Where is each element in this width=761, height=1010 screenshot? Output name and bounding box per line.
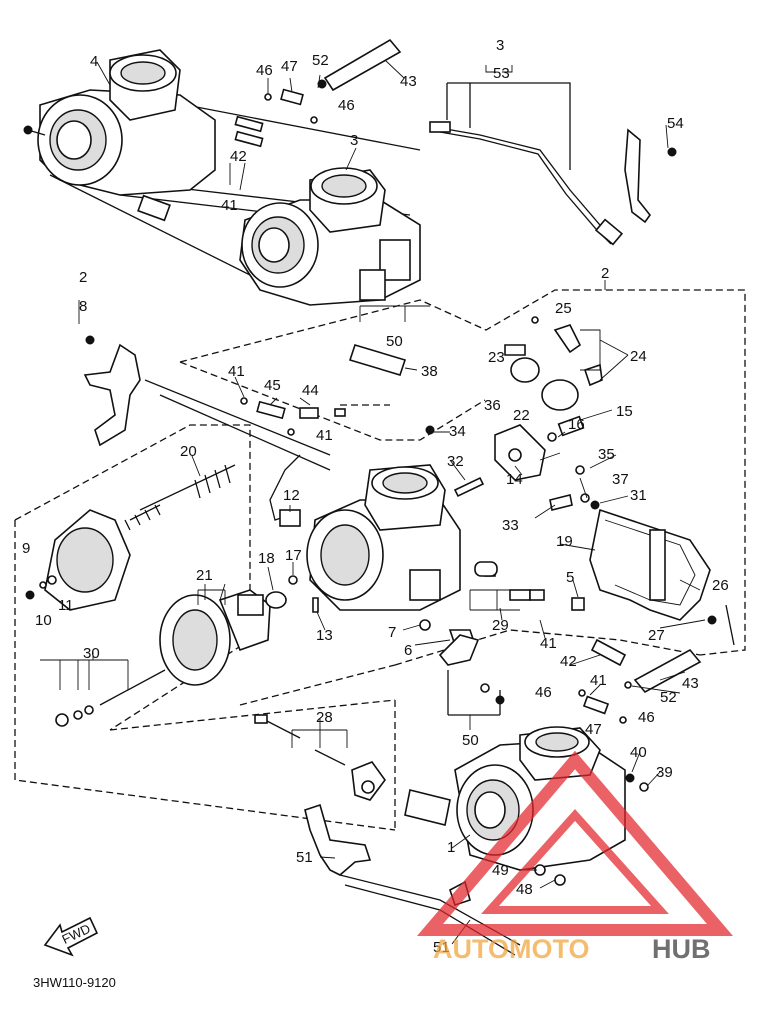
callout: 33 <box>502 517 519 534</box>
callout: 24 <box>630 348 647 365</box>
callout: 40 <box>630 744 647 761</box>
callout: 47 <box>281 58 298 75</box>
callout: 37 <box>612 471 629 488</box>
callout: 5 <box>566 569 574 586</box>
callout: 28 <box>316 709 333 726</box>
callout: 45 <box>264 377 281 394</box>
watermark-text-left: AUTOMOTO <box>433 934 590 964</box>
top-carburetor-pair <box>23 49 421 306</box>
callout: 35 <box>598 446 615 463</box>
watermark-triangle-outer <box>416 750 734 936</box>
callout: 52 <box>312 52 329 69</box>
throttle-cable-assembly <box>429 82 624 246</box>
callout: 16 <box>568 416 585 433</box>
callout: 7 <box>388 624 396 641</box>
callout: 51 <box>433 939 450 956</box>
throttle-spring-group <box>254 634 505 801</box>
callout: 41 <box>221 197 238 214</box>
bottom-carburetor <box>404 726 626 886</box>
callout: 46 <box>338 97 355 114</box>
callout: 23 <box>488 349 505 366</box>
callout: 29 <box>492 617 509 634</box>
callout: 46 <box>638 709 655 726</box>
callout: 26 <box>712 577 729 594</box>
callout: 36 <box>484 397 501 414</box>
callout: 25 <box>555 300 572 317</box>
callout: 54 <box>667 115 684 132</box>
throttle-stop-group <box>494 316 603 511</box>
callout: 9 <box>22 540 30 557</box>
callout: 43 <box>682 675 699 692</box>
callout: 2 <box>79 269 87 286</box>
callout: 3 <box>496 37 504 54</box>
callout: 50 <box>462 732 479 749</box>
cable-bracket <box>624 128 677 224</box>
callout: 41 <box>590 672 607 689</box>
callout: 18 <box>258 550 275 567</box>
callout: 10 <box>35 612 52 629</box>
callout: 39 <box>656 764 673 781</box>
callout: 17 <box>285 547 302 564</box>
float-chamber-cover <box>589 508 735 646</box>
hose-top <box>317 38 402 92</box>
callout: 32 <box>447 453 464 470</box>
callout: 14 <box>506 471 523 488</box>
callout: 42 <box>560 653 577 670</box>
callout: 11 <box>58 597 74 614</box>
callout: 38 <box>421 363 438 380</box>
callout: 4 <box>90 53 98 70</box>
fitting-cluster-top <box>264 74 321 124</box>
watermark-logo: AUTOMOTO HUB <box>416 750 734 964</box>
callout: 53 <box>493 65 510 82</box>
callout: 41 <box>316 427 333 444</box>
lower-fitting-cluster <box>578 638 702 792</box>
diagram-code: 3HW110-9120 <box>33 975 116 990</box>
callout: 15 <box>616 403 633 420</box>
callout: 30 <box>83 645 100 662</box>
callout: 42 <box>230 148 247 165</box>
callout: 51 <box>296 849 313 866</box>
callout: 31 <box>630 487 647 504</box>
callout: 19 <box>556 533 573 550</box>
callout: 46 <box>535 684 552 701</box>
diaphragm-group <box>25 464 319 727</box>
callout: 46 <box>256 62 273 79</box>
callouts: 4 3 46 47 52 46 43 42 41 3 53 54 2 8 2 2… <box>22 37 729 956</box>
callout: 34 <box>449 423 466 440</box>
callout: 21 <box>196 567 213 584</box>
callout: 12 <box>283 487 300 504</box>
callout: 6 <box>404 642 412 659</box>
callout: 41 <box>228 363 245 380</box>
callout: 1 <box>447 839 455 856</box>
callout: 49 <box>492 862 509 879</box>
mounting-bracket <box>83 335 141 447</box>
callout: 47 <box>585 721 602 738</box>
callout: 27 <box>648 627 665 644</box>
callout: 44 <box>302 382 319 399</box>
watermark-triangle-inner <box>481 809 669 914</box>
callout: 41 <box>540 635 557 652</box>
callout: 20 <box>180 443 197 460</box>
callout: 13 <box>316 627 333 644</box>
center-carburetor <box>144 344 585 646</box>
callout: 52 <box>660 689 677 706</box>
callout: 50 <box>386 333 403 350</box>
fwd-arrow: FWD <box>43 916 99 957</box>
callout: 2 <box>601 265 609 282</box>
callout: 22 <box>513 407 530 424</box>
callout: 3 <box>350 132 358 149</box>
watermark-text-right: HUB <box>652 934 711 964</box>
callout: 48 <box>516 881 533 898</box>
callout: 43 <box>400 73 417 90</box>
callout: 8 <box>79 298 87 315</box>
